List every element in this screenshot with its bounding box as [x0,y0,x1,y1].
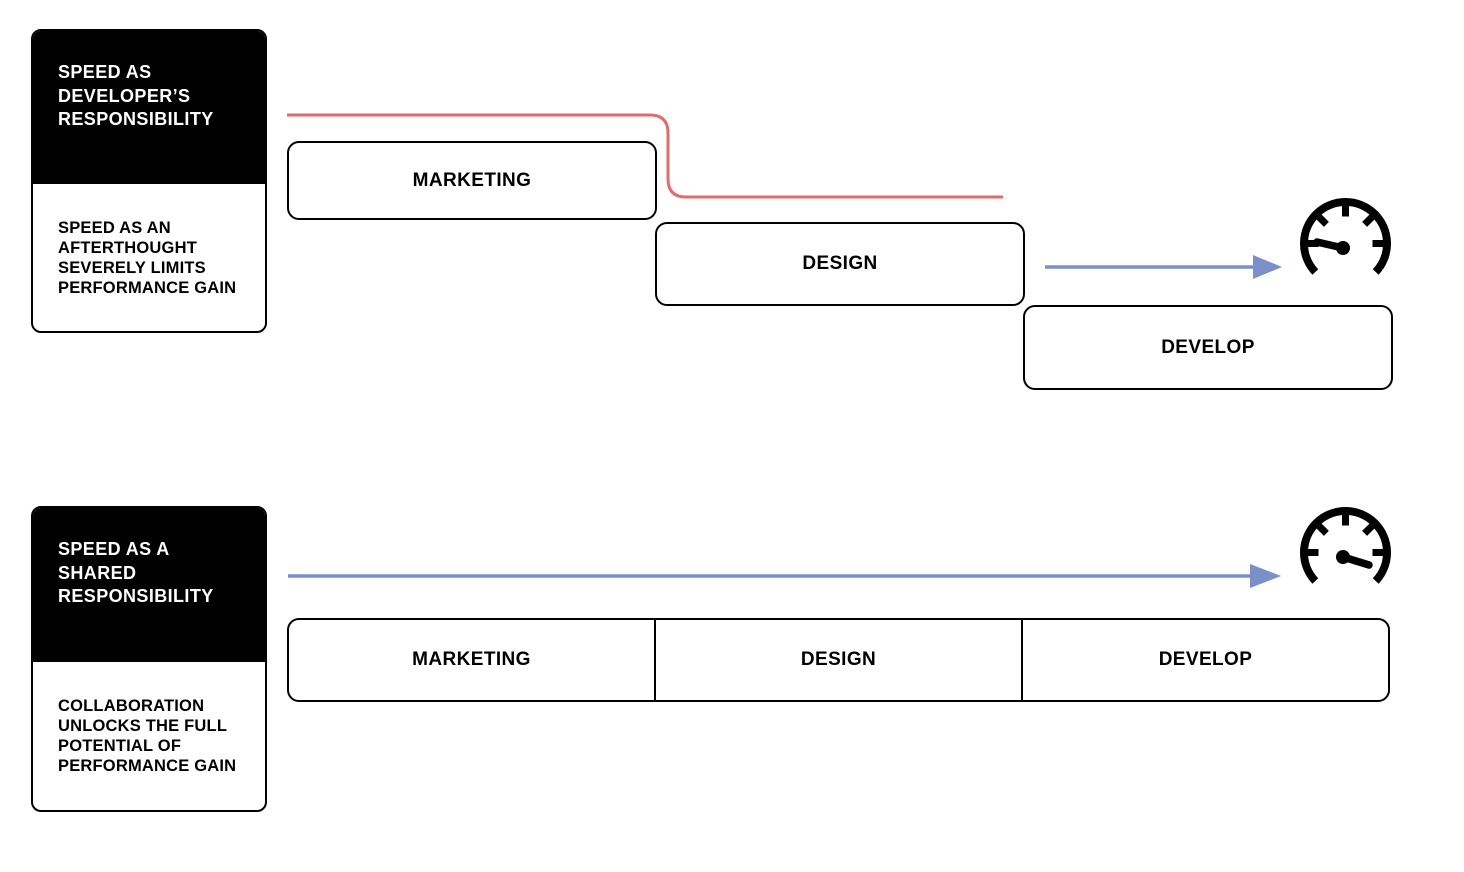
stage-label: MARKETING [412,169,532,191]
bar-cell-develop: DEVELOP [1021,620,1388,700]
arrow-head [1253,255,1282,279]
shared-process-bar: MARKETING DESIGN DEVELOP [287,618,1390,702]
long-speed-arrow [288,564,1281,588]
short-speed-arrow [1045,255,1282,279]
top-flow-card-title: SPEED AS DEVELOPER’S RESPONSIBILITY [58,62,214,129]
stage-label: MARKETING [412,649,531,670]
top-flow-card: SPEED AS DEVELOPER’S RESPONSIBILITY SPEE… [31,29,267,333]
handoff-delay-red-line [287,113,1003,199]
bar-cell-marketing: MARKETING [289,620,654,700]
speedometer-high-icon [1300,507,1391,584]
gauge-hub [1336,241,1350,255]
stage-box-marketing-top: MARKETING [287,141,657,220]
red-step-path [287,113,1003,199]
stage-label: DEVELOP [1158,649,1253,670]
stage-label: DESIGN [800,649,877,670]
gauge-ticks [1308,206,1383,247]
gauge-hub [1336,550,1350,564]
arrow-head [1250,564,1281,588]
gauge-arc [1300,507,1391,584]
top-flow-card-body: SPEED AS AN AFTERTHOUGHT SEVERELY LIMITS… [58,219,237,297]
stage-label: DEVELOP [1161,336,1255,358]
top-flow-card-header: SPEED AS DEVELOPER’S RESPONSIBILITY [33,31,265,184]
bottom-flow-card-header: SPEED AS A SHARED RESPONSIBILITY [33,508,265,662]
stage-label: DESIGN [802,253,878,274]
speedometer-low-icon [1300,198,1391,275]
gauge-arc [1300,198,1391,275]
bottom-flow-card: SPEED AS A SHARED RESPONSIBILITY COLLABO… [31,506,267,812]
stage-box-develop-top: DEVELOP [1023,305,1393,390]
stage-box-design-top: DESIGN [655,222,1025,306]
bottom-flow-card-body: COLLABORATION UNLOCKS THE FULL POTENTIAL… [58,697,237,775]
bottom-flow-card-title: SPEED AS A SHARED RESPONSIBILITY [58,539,214,606]
gauge-ticks [1308,515,1383,556]
bar-cell-design: DESIGN [654,620,1021,700]
